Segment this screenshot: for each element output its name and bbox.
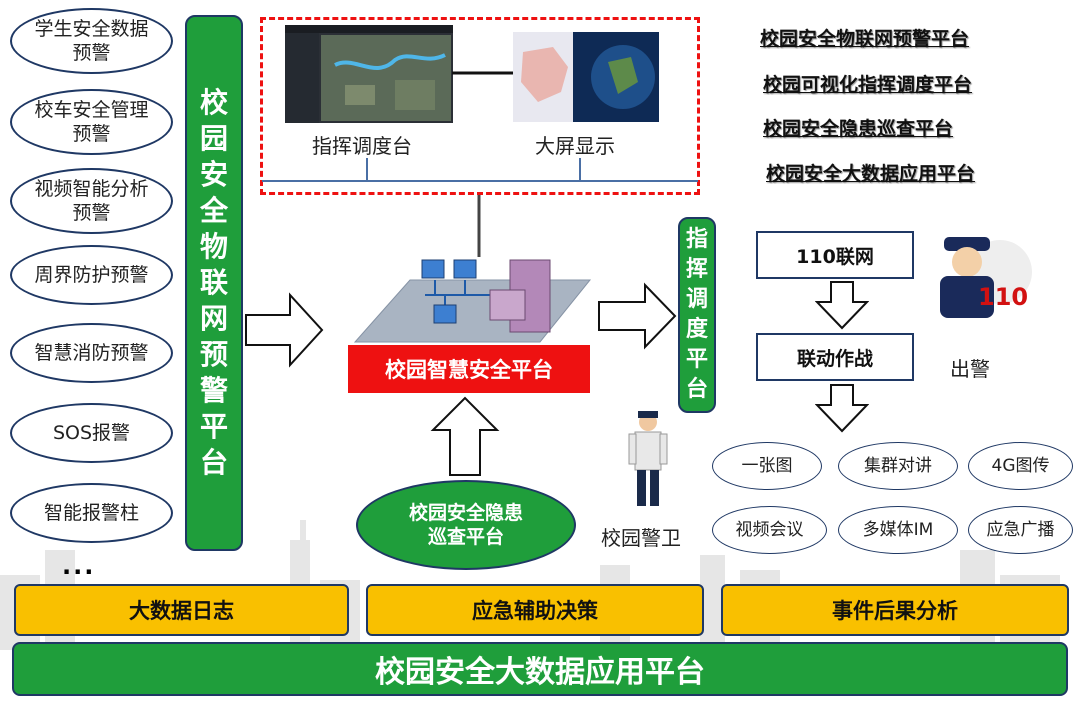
dispatch-platform-bar: 指挥调度平台指挥调度平台 (678, 217, 716, 413)
command-console-screen (285, 25, 453, 123)
capability-emergency-broadcast: 应急广播 (968, 506, 1073, 554)
screen-caption: 大屏显示 (535, 134, 615, 158)
iot-platform-text-char: 物 (199, 230, 228, 263)
arrow-up-icon (430, 396, 500, 476)
patrol-platform: 校园安全隐患 巡查平台 (356, 480, 576, 570)
ellipsis: ... (62, 552, 96, 580)
flow-110-network: 110联网 (756, 231, 914, 279)
alert-fire: 智慧消防预警 (10, 323, 173, 383)
network-illustration (353, 259, 592, 343)
iot-platform-text-char: 平 (199, 410, 228, 443)
connector-line (452, 71, 514, 75)
alert-student-data: 学生安全数据 预警 (10, 8, 173, 74)
platform-title-patrol: 校园安全隐患巡查平台 (763, 118, 954, 140)
capability-multimedia-im: 多媒体IM (838, 506, 958, 554)
iot-platform-text-char: 全 (199, 194, 228, 227)
alert-perimeter: 周界防护预警 (10, 245, 173, 305)
platform-title-big-data: 校园安全大数据应用平台 (766, 163, 976, 185)
alert-alarm-pillar: 智能报警柱 (10, 483, 173, 543)
dispatch-platform-text-char: 指 (685, 227, 708, 252)
guard-figure (628, 411, 668, 506)
bar-big-data-log: 大数据日志 (14, 584, 349, 636)
bar-consequence-analysis: 事件后果分析 (721, 584, 1069, 636)
alert-school-bus: 校车安全管理 预警 (10, 89, 173, 155)
iot-platform-text-char: 预 (199, 338, 228, 371)
vertical-link-line (477, 195, 481, 257)
arrow-down-icon-2 (815, 384, 869, 433)
arrow-down-icon (815, 281, 869, 330)
dispatch-platform-text-char: 平 (685, 347, 708, 372)
iot-platform-text-char: 警 (199, 374, 228, 407)
iot-platform-text-char: 园 (199, 122, 228, 155)
bar-emergency-decision: 应急辅助决策 (366, 584, 704, 636)
platform-title-iot: 校园安全物联网预警平台 (760, 28, 970, 50)
capability-video-conference: 视频会议 (712, 506, 827, 554)
iot-platform-text-char: 校 (199, 86, 228, 119)
platform-title-visual-dispatch: 校园可视化指挥调度平台 (763, 74, 973, 96)
alert-video-analysis: 视频智能分析 预警 (10, 168, 173, 234)
capability-one-map: 一张图 (712, 442, 822, 490)
dispatch-platform-text-char: 调 (685, 287, 708, 312)
dispatch-platform-text-char: 台 (685, 377, 708, 402)
guard-label: 校园警卫 (601, 526, 681, 550)
iot-platform-text-char: 安 (199, 158, 228, 191)
iot-platform-bar: 校园安全物联网预警平台校园安全物联网预警平台 (185, 15, 243, 551)
capability-4g-video: 4G图传 (968, 442, 1073, 490)
center-platform: 校园智慧安全平台 (348, 345, 590, 393)
iot-platform-text-char: 台 (199, 446, 228, 479)
console-caption: 指挥调度台 (312, 134, 412, 158)
alert-sos: SOS报警 (10, 403, 173, 463)
big-data-platform: 校园安全大数据应用平台 (12, 642, 1068, 696)
arrow-right-dispatch-icon (598, 282, 677, 350)
iot-platform-text-char: 网 (199, 302, 228, 335)
screen-bus-lines (262, 158, 698, 182)
display-area (260, 17, 700, 195)
dispatch-platform-text-char: 挥 (685, 257, 708, 282)
big-screen (513, 32, 659, 122)
iot-platform-text-char: 联 (199, 266, 228, 299)
arrow-right-icon (245, 292, 324, 368)
police-badge-110: 110 (978, 283, 1029, 311)
police-icon (940, 237, 1032, 318)
flow-joint-operation: 联动作战 (756, 333, 914, 381)
capability-trunk-intercom: 集群对讲 (838, 442, 958, 490)
dispatch-platform-text-char: 度 (685, 317, 708, 342)
dispatch-police-label: 出警 (950, 357, 990, 381)
